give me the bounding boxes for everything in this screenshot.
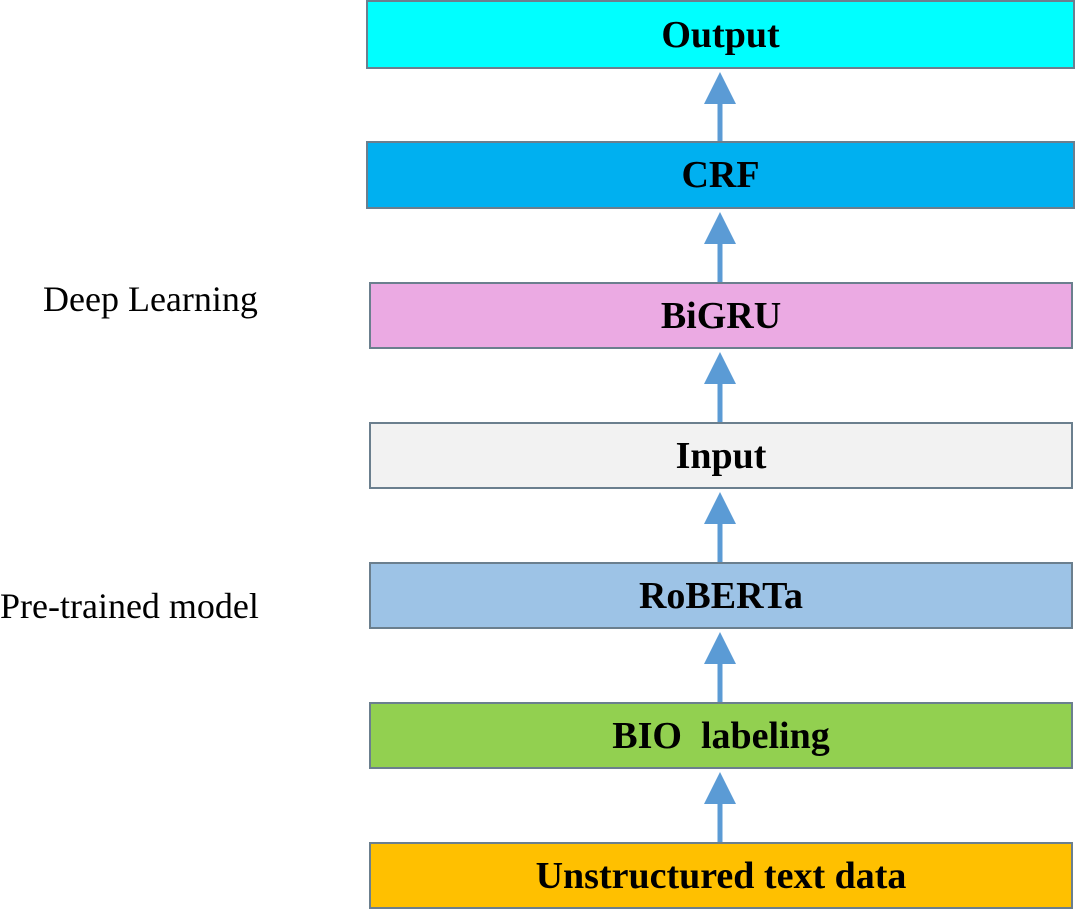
arrow-bio-unstructured xyxy=(704,772,736,843)
crf-box: CRF xyxy=(366,141,1075,209)
output-label: Output xyxy=(661,13,780,56)
arrow-input-roberta xyxy=(704,492,736,563)
input-label: Input xyxy=(675,434,767,477)
input-box: Input xyxy=(369,422,1073,489)
output-box: Output xyxy=(366,0,1075,69)
unstructured-text-box: Unstructured text data xyxy=(369,842,1073,909)
bio-labeling-label: BIO labeling xyxy=(612,714,830,757)
bio-labeling-box: BIO labeling xyxy=(369,702,1073,769)
arrow-roberta-bio xyxy=(704,632,736,703)
pretrained-model-label: Pre-trained model xyxy=(0,586,259,626)
bigru-box: BiGRU xyxy=(369,282,1073,349)
roberta-label: RoBERTa xyxy=(638,574,804,617)
arrow-bigru-input xyxy=(704,352,736,423)
unstructured-text-label: Unstructured text data xyxy=(535,854,907,897)
bigru-label: BiGRU xyxy=(660,294,782,337)
crf-label: CRF xyxy=(681,154,760,196)
deep-learning-label: Deep Learning xyxy=(43,279,258,319)
arrow-crf-bigru xyxy=(704,212,736,283)
arrow-output-crf xyxy=(704,72,736,142)
roberta-box: RoBERTa xyxy=(369,562,1073,629)
